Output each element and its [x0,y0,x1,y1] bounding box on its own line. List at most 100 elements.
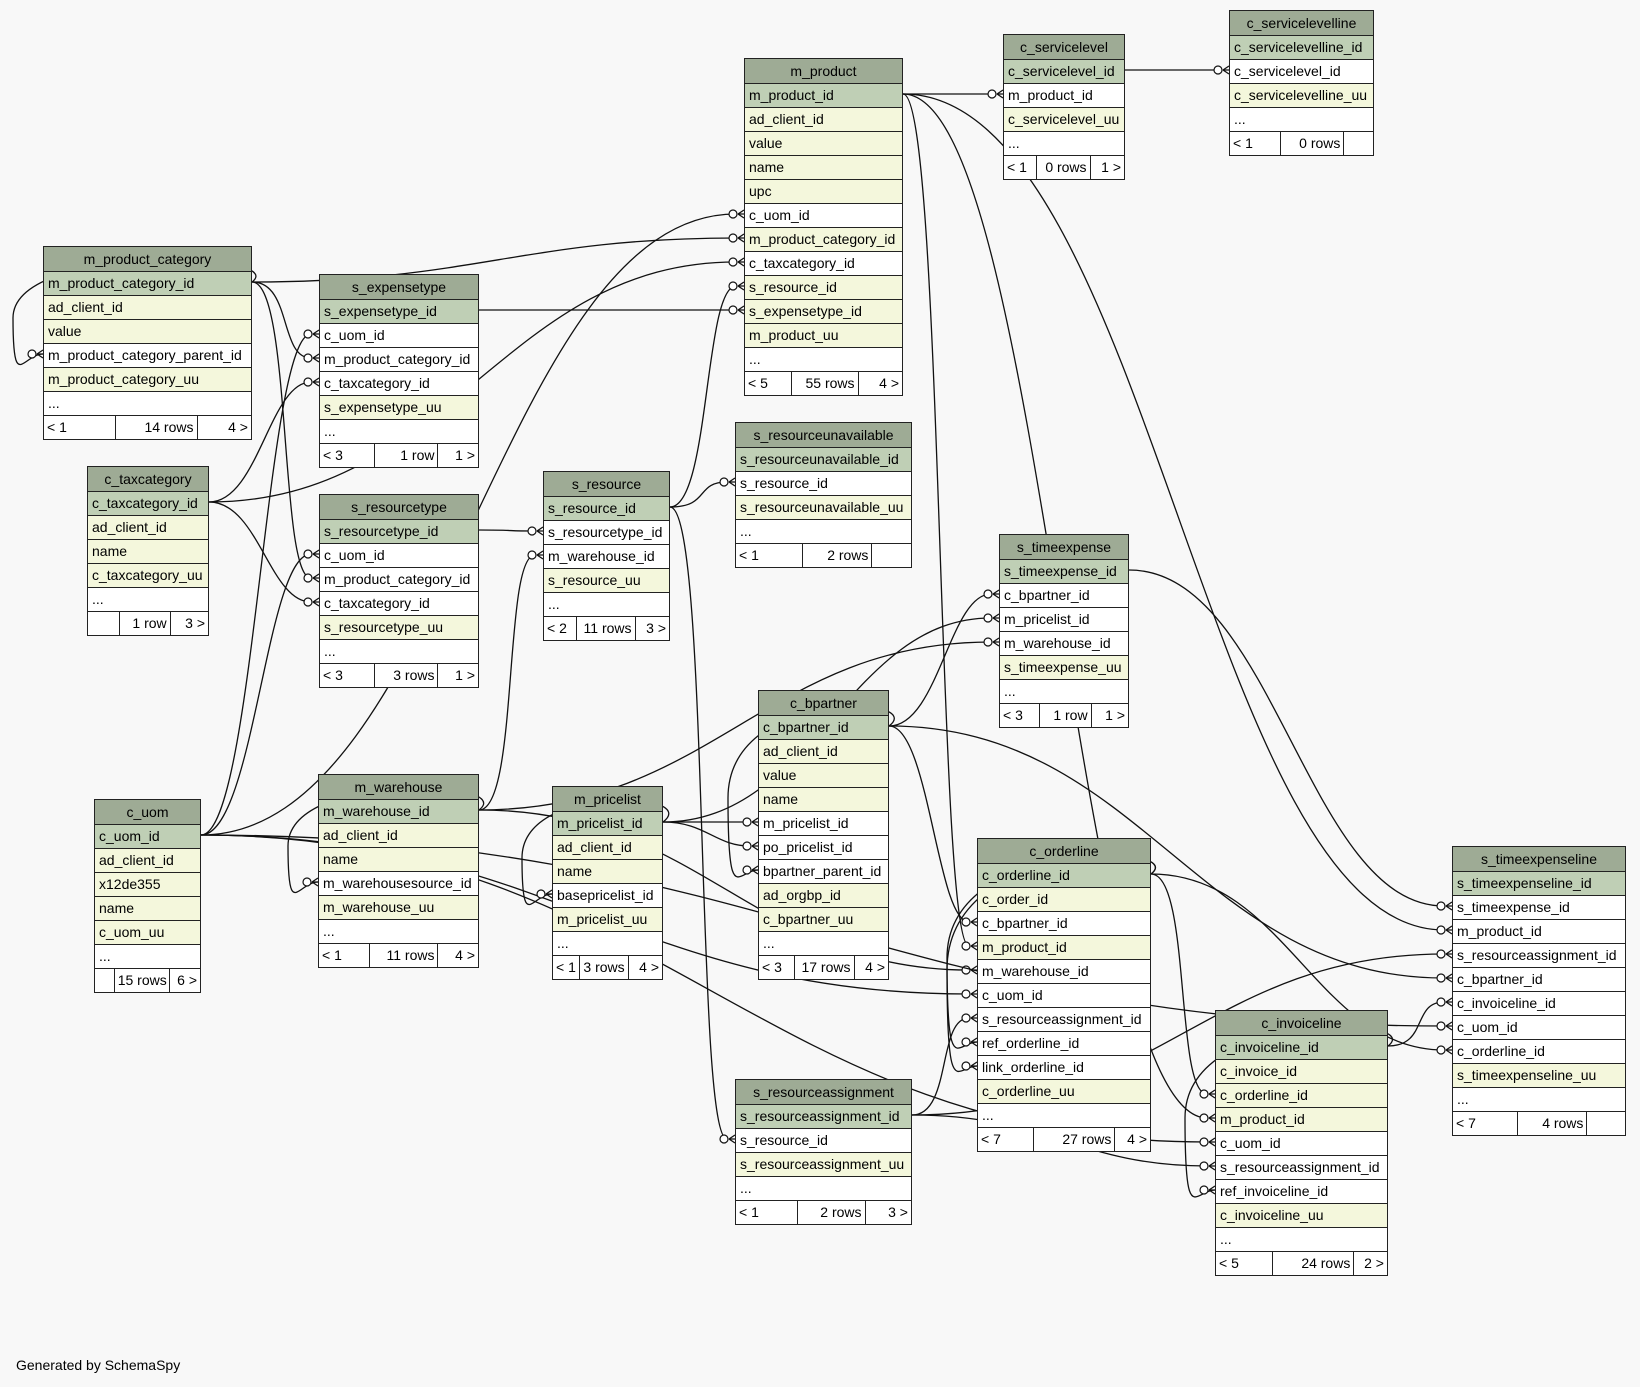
primary-key-column[interactable]: m_warehouse_id [319,800,478,824]
foreign-key-column[interactable]: c_uom_id [1216,1132,1387,1156]
table-title[interactable]: c_uom [95,800,200,825]
column[interactable]: x12de355 [95,873,200,897]
primary-key-column[interactable]: s_expensetype_id [320,300,478,324]
foreign-key-column[interactable]: c_uom_id [978,984,1150,1008]
foreign-key-column[interactable]: ref_invoiceline_id [1216,1180,1387,1204]
more-columns[interactable]: ... [759,932,888,956]
more-columns[interactable]: ... [745,348,902,372]
column[interactable]: value [44,320,251,344]
more-columns[interactable]: ... [95,945,200,969]
more-columns[interactable]: ... [1000,680,1128,704]
column[interactable]: s_timeexpenseline_uu [1453,1064,1625,1088]
column[interactable]: ad_client_id [319,824,478,848]
more-columns[interactable]: ... [320,420,478,444]
children-count[interactable]: 1 > [455,447,475,463]
foreign-key-column[interactable]: m_warehouse_id [544,545,669,569]
foreign-key-column[interactable]: m_pricelist_id [1000,608,1128,632]
table-s-resourceassignment[interactable]: s_resourceassignment s_resourceassignment… [735,1079,912,1225]
foreign-key-column[interactable]: m_warehouse_id [978,960,1150,984]
column[interactable]: name [88,540,208,564]
parents-count[interactable]: < 3 [320,444,376,467]
table-title[interactable]: s_expensetype [320,275,478,300]
column[interactable]: ad_client_id [44,296,251,320]
children-count[interactable]: 3 > [646,620,667,636]
foreign-key-column[interactable]: c_uom_id [1453,1016,1625,1040]
foreign-key-column[interactable]: m_pricelist_id [759,812,888,836]
column[interactable]: c_servicelevelline_uu [1230,84,1373,108]
foreign-key-column[interactable]: c_orderline_id [1453,1040,1625,1064]
column[interactable]: s_resourceunavailable_uu [736,496,911,520]
column[interactable]: c_order_id [978,888,1150,912]
more-columns[interactable]: ... [1216,1228,1387,1252]
primary-key-column[interactable]: c_servicelevel_id [1004,60,1124,84]
more-columns[interactable]: ... [88,588,208,612]
parents-count[interactable]: < 1 [553,956,580,979]
more-columns[interactable]: ... [1004,132,1124,156]
foreign-key-column[interactable]: m_product_id [1453,920,1625,944]
column[interactable]: value [759,764,888,788]
parents-count[interactable]: < 1 [736,1201,799,1224]
children-count[interactable] [1587,1112,1625,1135]
foreign-key-column[interactable]: s_resource_id [736,1129,911,1153]
foreign-key-column[interactable]: bpartner_parent_id [759,860,888,884]
foreign-key-column[interactable]: c_uom_id [320,544,478,568]
column[interactable]: value [745,132,902,156]
column[interactable]: m_product_id [1216,1108,1387,1132]
foreign-key-column[interactable]: c_taxcategory_id [320,372,478,396]
more-columns[interactable]: ... [736,520,911,544]
foreign-key-column[interactable]: c_bpartner_id [978,912,1150,936]
foreign-key-column[interactable]: c_taxcategory_id [320,592,478,616]
column[interactable]: s_resourceassignment_uu [736,1153,911,1177]
foreign-key-column[interactable]: s_resourceassignment_id [1453,944,1625,968]
foreign-key-column[interactable]: c_invoiceline_id [1453,992,1625,1016]
table-title[interactable]: c_invoiceline [1216,1011,1387,1036]
column[interactable]: s_resourcetype_uu [320,616,478,640]
column[interactable]: c_invoice_id [1216,1060,1387,1084]
table-title[interactable]: s_timeexpense [1000,535,1128,560]
children-count[interactable] [1344,132,1373,155]
column[interactable]: c_uom_uu [95,921,200,945]
parents-count[interactable]: < 1 [736,544,804,567]
column[interactable]: ad_orgbp_id [759,884,888,908]
children-count[interactable]: 3 > [185,615,206,631]
primary-key-column[interactable]: c_invoiceline_id [1216,1036,1387,1060]
foreign-key-column[interactable]: po_pricelist_id [759,836,888,860]
foreign-key-column[interactable]: m_product_category_id [320,568,478,592]
children-count[interactable]: 2 > [1364,1255,1384,1271]
column[interactable]: c_servicelevel_uu [1004,108,1124,132]
table-title[interactable]: s_resourceunavailable [736,423,911,448]
parents-count[interactable]: < 1 [44,416,117,439]
table-title[interactable]: s_resourcetype [320,495,478,520]
table-title[interactable]: s_resourceassignment [736,1080,911,1105]
table-title[interactable]: s_timeexpenseline [1453,847,1625,872]
column[interactable]: upc [745,180,902,204]
more-columns[interactable]: ... [1230,108,1373,132]
column[interactable]: s_expensetype_uu [320,396,478,420]
column[interactable]: ad_client_id [95,849,200,873]
column[interactable]: ad_client_id [553,836,662,860]
foreign-key-column[interactable]: m_product_id [1004,84,1124,108]
foreign-key-column[interactable]: s_timeexpense_id [1453,896,1625,920]
parents-count[interactable]: < 5 [1216,1252,1274,1275]
table-title[interactable]: m_warehouse [319,775,478,800]
parents-count[interactable]: < 3 [759,956,796,979]
table-title[interactable]: s_resource [544,472,669,497]
table-title[interactable]: c_bpartner [759,691,888,716]
table-title[interactable]: c_taxcategory [88,467,208,492]
parents-count[interactable]: < 7 [1453,1112,1519,1135]
foreign-key-column[interactable]: c_servicelevel_id [1230,60,1373,84]
table-title[interactable]: m_pricelist [553,787,662,812]
children-count[interactable]: 1 > [1105,707,1125,723]
column[interactable]: ad_client_id [88,516,208,540]
foreign-key-column[interactable]: s_resourcetype_id [544,521,669,545]
column[interactable]: name [745,156,902,180]
children-count[interactable]: 4 > [879,375,899,391]
